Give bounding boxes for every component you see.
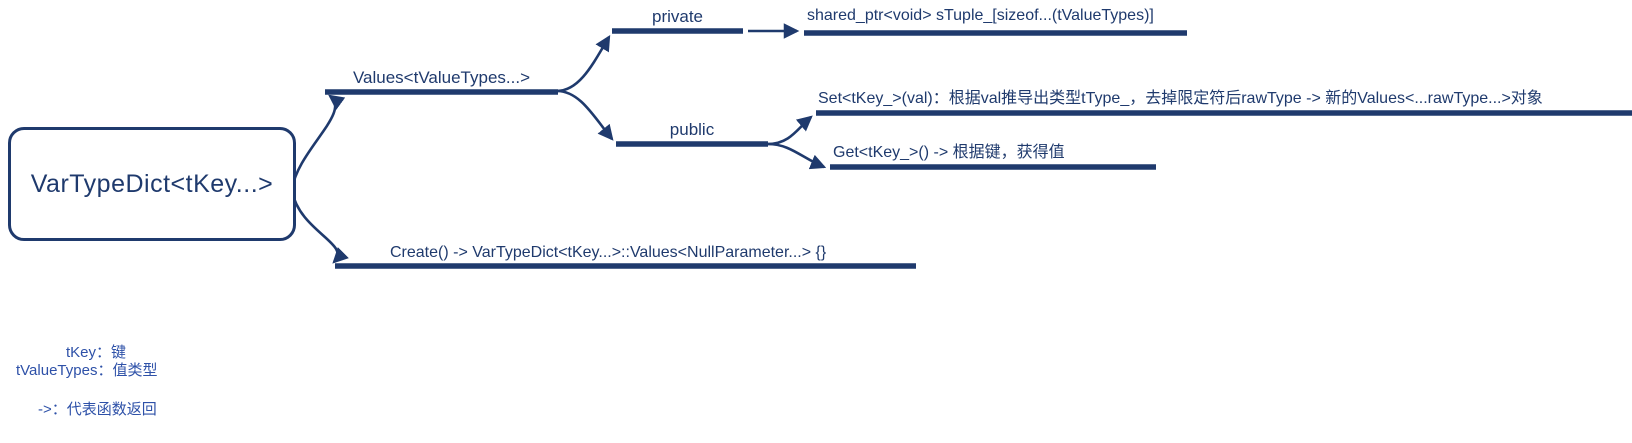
topic-public[interactable]: public xyxy=(669,120,715,139)
topic-shared-ptr[interactable]: shared_ptr<void> sTuple_[sizeof...(tValu… xyxy=(807,7,1154,24)
legend-tkey: tKey：键 xyxy=(66,344,127,361)
root-topic-label: VarTypeDict<tKey...> xyxy=(30,169,274,198)
connector-root-values xyxy=(290,94,346,190)
connector-values-private xyxy=(556,34,611,93)
topic-set[interactable]: Set<tKey_>(val)：根据val推导出类型tType_，去掉限定符后r… xyxy=(818,90,1543,107)
legend-tvaluetypes: tValueTypes：值类型 xyxy=(16,362,158,379)
connector-values-public xyxy=(556,89,614,141)
topic-create[interactable]: Create() -> VarTypeDict<tKey...>::Values… xyxy=(390,244,827,261)
legend-arrow: ->：代表函数返回 xyxy=(38,401,157,418)
topic-private[interactable]: private xyxy=(651,7,704,26)
root-topic[interactable]: VarTypeDict<tKey...> xyxy=(8,127,296,241)
topic-values[interactable]: Values<tValueTypes...> xyxy=(352,68,531,87)
connector-public-set xyxy=(767,115,813,146)
connector-root-create xyxy=(290,190,349,264)
topic-get[interactable]: Get<tKey_>() -> 根据键，获得值 xyxy=(833,144,1065,161)
connector-public-get xyxy=(767,142,827,170)
